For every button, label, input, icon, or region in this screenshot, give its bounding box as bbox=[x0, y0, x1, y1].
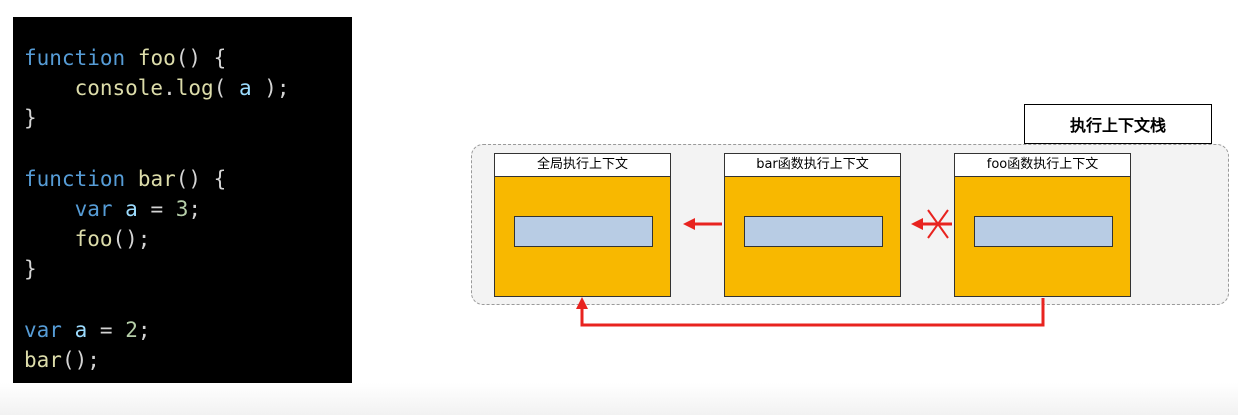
code-token: a bbox=[74, 317, 88, 342]
code-token: console bbox=[74, 76, 164, 101]
code-token: function bbox=[24, 166, 126, 191]
code-token: (); bbox=[112, 227, 151, 252]
bottom-strip bbox=[0, 383, 1238, 415]
code-token: function bbox=[24, 46, 126, 70]
code-token: a bbox=[238, 76, 252, 101]
code-line: } bbox=[24, 254, 352, 284]
code-token bbox=[125, 167, 138, 191]
code-token: ; bbox=[188, 196, 202, 221]
code-token: () { bbox=[175, 46, 227, 70]
code-token: var bbox=[24, 317, 62, 342]
global-context-label: 全局执行上下文 bbox=[495, 154, 670, 177]
code-token: a bbox=[125, 196, 138, 221]
foo-context: foo函数执行上下文 bbox=[954, 153, 1131, 297]
code-token: (); bbox=[61, 347, 100, 372]
code-token: log bbox=[175, 76, 214, 101]
stack-title: 执行上下文栈 bbox=[1024, 104, 1212, 144]
code-line bbox=[24, 134, 352, 164]
bar-context-label: bar函数执行上下文 bbox=[725, 154, 900, 177]
code-token: . bbox=[163, 76, 176, 101]
code-token: } bbox=[24, 106, 37, 131]
code-token bbox=[24, 76, 75, 100]
code-token bbox=[24, 227, 75, 251]
bar-context-variable-box bbox=[744, 216, 883, 247]
code-token: var bbox=[74, 196, 113, 221]
code-token bbox=[125, 46, 138, 70]
foo-context-label: foo函数执行上下文 bbox=[955, 154, 1130, 177]
code-token: } bbox=[24, 257, 37, 282]
code-token: () { bbox=[175, 166, 227, 191]
code-line bbox=[24, 285, 352, 315]
code-token: foo bbox=[137, 46, 176, 70]
code-block: function foo() { console.log( a );}funct… bbox=[24, 43, 352, 375]
code-token: = bbox=[137, 196, 176, 221]
code-token: 3 bbox=[175, 196, 189, 221]
code-token: = bbox=[87, 317, 126, 342]
global-context: 全局执行上下文 bbox=[494, 153, 671, 297]
code-token: 2 bbox=[125, 317, 138, 342]
code-token: foo bbox=[74, 227, 113, 252]
global-context-variable-box bbox=[514, 216, 653, 247]
code-line: bar(); bbox=[24, 345, 352, 375]
code-token bbox=[24, 197, 75, 221]
code-token bbox=[62, 318, 75, 342]
code-token bbox=[113, 197, 126, 221]
code-panel: function foo() { console.log( a );}funct… bbox=[13, 17, 352, 397]
code-line: function bar() { bbox=[24, 164, 352, 194]
foo-context-variable-box bbox=[974, 216, 1113, 247]
bar-context: bar函数执行上下文 bbox=[724, 153, 901, 297]
code-line: } bbox=[24, 103, 352, 133]
code-token: bar bbox=[24, 347, 62, 372]
code-line: foo(); bbox=[24, 224, 352, 254]
code-line: var a = 2; bbox=[24, 315, 352, 345]
code-token: bar bbox=[137, 166, 176, 191]
code-line: console.log( a ); bbox=[24, 73, 352, 103]
code-line: function foo() { bbox=[24, 43, 352, 73]
code-token: ; bbox=[137, 317, 151, 342]
code-token: ( bbox=[213, 76, 239, 101]
code-line: var a = 3; bbox=[24, 194, 352, 224]
code-token: ); bbox=[251, 76, 290, 101]
